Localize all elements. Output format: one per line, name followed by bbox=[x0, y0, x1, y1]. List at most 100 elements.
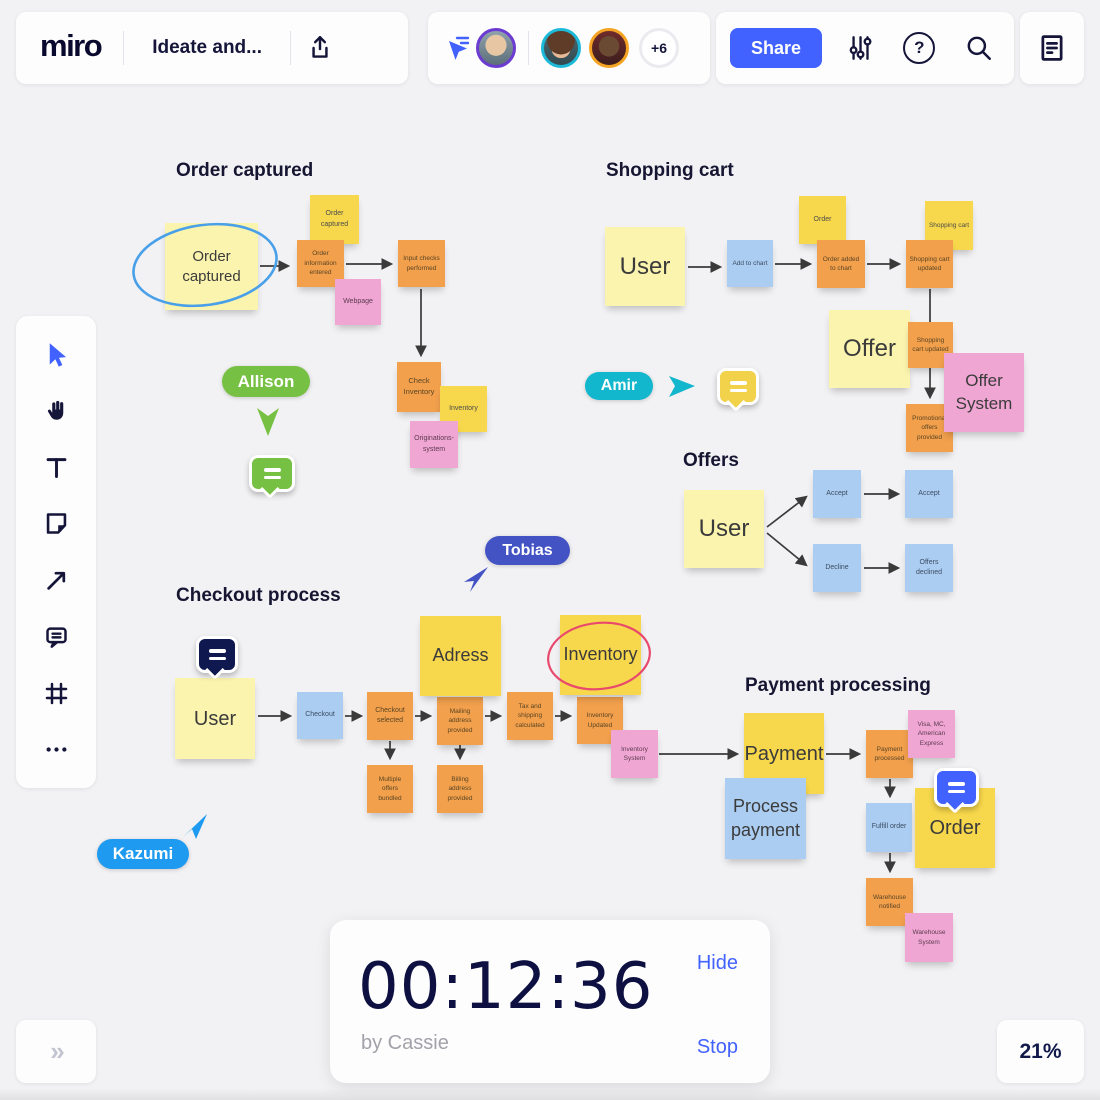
sticky-note[interactable]: Payment processed bbox=[866, 730, 913, 778]
timer-hide-button[interactable]: Hide bbox=[696, 952, 738, 974]
sticky-note[interactable]: Inventory bbox=[560, 615, 641, 695]
avatar[interactable] bbox=[476, 28, 516, 68]
section-title-offers[interactable]: Offers bbox=[683, 450, 739, 471]
sticky-note[interactable]: Decline bbox=[813, 544, 861, 592]
comment-line bbox=[948, 782, 965, 786]
sticky-note[interactable]: User bbox=[605, 227, 685, 306]
timer-stop-button[interactable]: Stop bbox=[696, 1036, 738, 1058]
sticky-note[interactable]: Mailing address provided bbox=[437, 697, 483, 745]
help-button[interactable]: ? bbox=[897, 26, 941, 70]
collaborator-cursor-kazumi bbox=[183, 814, 207, 839]
sticky-note[interactable]: Accept bbox=[905, 470, 953, 518]
sticky-note[interactable]: Offers declined bbox=[905, 544, 953, 592]
sticky-note[interactable]: Originations-system bbox=[410, 421, 458, 468]
sticky-note[interactable]: Order added to chart bbox=[817, 240, 865, 288]
more-tools[interactable] bbox=[37, 730, 76, 769]
sticky-note-tool[interactable] bbox=[37, 504, 76, 543]
comment-line bbox=[948, 789, 965, 793]
timer-attribution: by Cassie bbox=[361, 1032, 449, 1054]
sticky-note[interactable]: User bbox=[175, 678, 255, 759]
sticky-note[interactable]: Webpage bbox=[335, 279, 381, 325]
section-title-checkout-process[interactable]: Checkout process bbox=[176, 585, 341, 606]
collaborator-cursor-tobias bbox=[464, 567, 488, 592]
sticky-note[interactable]: Billing address provided bbox=[437, 765, 483, 813]
avatar[interactable] bbox=[589, 28, 629, 68]
board-title[interactable]: Ideate and... bbox=[152, 37, 262, 58]
sticky-note[interactable]: Checkout selected bbox=[367, 692, 413, 740]
sticky-note[interactable]: Order bbox=[799, 196, 846, 244]
frame-tool[interactable] bbox=[37, 674, 76, 713]
zoom-level: 21% bbox=[1019, 1039, 1062, 1063]
comment-line bbox=[263, 468, 281, 472]
sticky-note[interactable]: Order captured bbox=[310, 195, 359, 244]
sticky-note[interactable]: Offer bbox=[829, 310, 910, 388]
arrow-icon bbox=[46, 571, 65, 590]
collaborator-label-kazumi: Kazumi bbox=[97, 839, 189, 869]
comment-line bbox=[729, 388, 747, 392]
notes-icon bbox=[1041, 35, 1063, 61]
notes-button[interactable] bbox=[1030, 26, 1074, 70]
comment-bubble-navy[interactable] bbox=[196, 636, 238, 673]
search-button[interactable] bbox=[958, 27, 1000, 69]
sticky-note[interactable]: Adress bbox=[420, 616, 501, 696]
actions-card: Share ? bbox=[716, 12, 1014, 84]
zoom-level-button[interactable]: 21% bbox=[997, 1020, 1084, 1083]
sticky-note[interactable]: Visa, MC, American Express bbox=[908, 710, 955, 758]
sticky-note[interactable]: Process payment bbox=[725, 778, 806, 859]
select-cursor-icon bbox=[49, 343, 66, 367]
miro-logo[interactable]: miro bbox=[40, 28, 103, 63]
export-button[interactable] bbox=[299, 27, 341, 69]
sticky-note[interactable]: Offer System bbox=[944, 353, 1024, 432]
avatar-overflow-count[interactable]: +6 bbox=[639, 28, 679, 68]
chevrons-right-icon: » bbox=[50, 1036, 65, 1066]
comment-bubble-blue[interactable] bbox=[934, 768, 979, 807]
comment-bubble-green[interactable] bbox=[249, 455, 295, 492]
collaborator-label-amir: Amir bbox=[585, 372, 653, 400]
sticky-note[interactable]: Add to chart bbox=[727, 240, 773, 287]
settings-sliders-icon bbox=[849, 36, 872, 60]
collaborator-label-allison: Allison bbox=[222, 366, 310, 397]
arrow-tool[interactable] bbox=[37, 561, 76, 600]
section-title-payment-processing[interactable]: Payment processing bbox=[745, 675, 931, 696]
sticky-note[interactable]: Tax and shipping calculated bbox=[507, 692, 553, 740]
sticky-note-icon bbox=[46, 513, 66, 535]
section-title-shopping-cart[interactable]: Shopping cart bbox=[606, 160, 734, 181]
avatar[interactable] bbox=[541, 28, 581, 68]
more-dots-icon bbox=[45, 747, 67, 752]
sticky-note[interactable]: Input checks performed bbox=[398, 240, 445, 287]
sticky-note[interactable]: User bbox=[684, 490, 764, 568]
text-tool[interactable] bbox=[37, 448, 76, 487]
expand-toolbar-button[interactable]: » bbox=[16, 1020, 96, 1083]
comment-line bbox=[263, 475, 281, 479]
comment-line bbox=[208, 649, 226, 653]
comment-bubble-yellow[interactable] bbox=[717, 368, 759, 405]
notes-card bbox=[1020, 12, 1084, 84]
text-icon bbox=[46, 457, 66, 478]
sticky-note[interactable]: Inventory System bbox=[611, 730, 658, 778]
comment-line bbox=[208, 656, 226, 660]
sticky-note[interactable]: Fulfill order bbox=[866, 803, 912, 852]
sticky-note[interactable]: Shopping cart updated bbox=[906, 240, 953, 288]
follow-cursor-icon[interactable] bbox=[444, 34, 472, 62]
comment-tool[interactable] bbox=[37, 617, 76, 656]
section-title-order-captured[interactable]: Order captured bbox=[176, 160, 314, 181]
sticky-note[interactable]: Checkout bbox=[297, 692, 343, 739]
collaborator-label-tobias: Tobias bbox=[485, 536, 570, 565]
collaborator-cursor-allison bbox=[257, 408, 279, 436]
sticky-note[interactable]: Warehouse System bbox=[905, 913, 953, 962]
divider bbox=[528, 31, 529, 65]
board-header-card: miro Ideate and... bbox=[16, 12, 408, 84]
settings-button[interactable] bbox=[839, 27, 881, 69]
search-icon bbox=[967, 36, 991, 60]
timer-display: 00:12:36 bbox=[358, 950, 654, 1024]
sticky-note[interactable]: Accept bbox=[813, 470, 861, 518]
timer-card: 00:12:36 by Cassie Hide Stop bbox=[330, 920, 770, 1083]
sticky-note[interactable]: Multiple offers bundled bbox=[367, 765, 413, 813]
share-button[interactable]: Share bbox=[730, 28, 822, 68]
sticky-note[interactable]: Order captured bbox=[165, 223, 258, 310]
sticky-note[interactable]: Check Inventory bbox=[397, 362, 441, 412]
hand-tool[interactable] bbox=[37, 391, 76, 430]
comment-icon bbox=[45, 627, 67, 649]
select-tool[interactable] bbox=[37, 335, 76, 374]
help-icon: ? bbox=[903, 32, 936, 64]
